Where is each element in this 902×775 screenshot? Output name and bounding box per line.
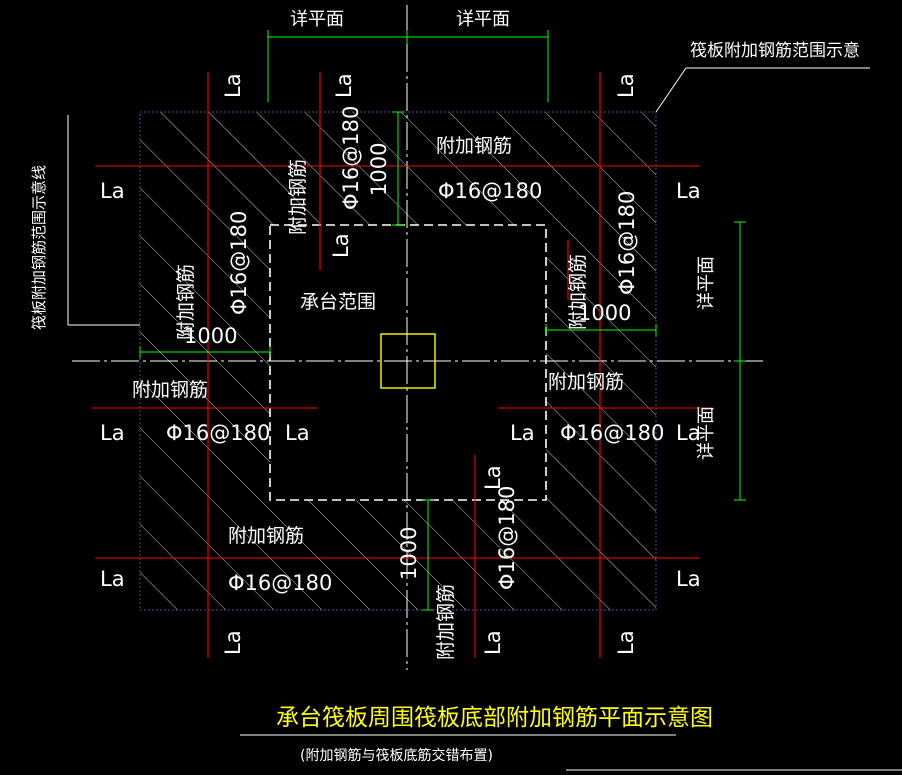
pile-cap-range-label: 承台范围 (300, 291, 376, 313)
anchor-length-label: La (614, 630, 638, 655)
dimension-value: 1000 (397, 527, 421, 580)
anchor-length-label: La (100, 421, 125, 445)
raft-hatch-area (140, 112, 656, 610)
anchor-length-label: La (221, 73, 245, 98)
anchor-length-label: La (332, 73, 356, 98)
dimension-lines (139, 30, 746, 611)
anchor-length-label: La (100, 567, 125, 591)
dimension-value: 1000 (578, 301, 631, 325)
rebar-spec-label: Φ16@180 (339, 106, 363, 210)
anchor-length-label: La (676, 421, 701, 445)
extra-rebar-label: 附加钢筋 (548, 371, 624, 393)
anchor-length-label: La (100, 179, 125, 203)
extra-rebar-label: 附加钢筋 (287, 159, 309, 235)
rebar-spec-label: Φ16@180 (615, 191, 639, 295)
pile-cap-outline (269, 224, 547, 501)
anchor-length-label: La (510, 421, 535, 445)
anchor-length-label: La (481, 630, 505, 655)
anchor-length-label: La (221, 630, 245, 655)
extra-rebar-label: 附加钢筋 (567, 254, 589, 330)
extra-rebar-label: 附加钢筋 (175, 264, 197, 340)
rebar-spec-label: Φ16@180 (227, 211, 251, 315)
rebar-spec-label: Φ16@180 (560, 421, 664, 445)
raft-extra-range-label: 筏板附加钢筋范围示意 (690, 41, 860, 61)
rebar-spec-label: Φ16@180 (228, 571, 332, 595)
dimension-value: 1000 (367, 143, 391, 196)
dimension-value: 1000 (184, 324, 237, 348)
anchor-length-label: La (676, 179, 701, 203)
detail-plan-label: 详平面 (696, 256, 717, 310)
rebar-lines (92, 72, 712, 658)
extra-rebar-label: 附加钢筋 (228, 525, 304, 547)
extra-rebar-label: 附加钢筋 (435, 584, 457, 660)
anchor-length-label: La (614, 73, 638, 98)
anchor-length-label: La (676, 567, 701, 591)
extra-rebar-label: 附加钢筋 (436, 135, 512, 157)
leader-lines (67, 67, 902, 771)
detail-plan-label: 详平面 (456, 9, 510, 30)
anchor-length-label: La (481, 465, 505, 490)
rebar-spec-label: Φ16@180 (495, 486, 519, 590)
anchor-length-label: La (329, 233, 353, 258)
extra-rebar-label: 附加钢筋 (132, 379, 208, 401)
detail-plan-label: 详平面 (290, 9, 344, 30)
column-outline (380, 333, 436, 389)
rebar-spec-label: Φ16@180 (166, 421, 270, 445)
rebar-spec-label: Φ16@180 (438, 179, 542, 203)
detail-plan-label: 详平面 (696, 406, 717, 460)
drawing-title: 承台筏板周围筏板底部附加钢筋平面示意图 (276, 705, 713, 731)
drawing-subtitle: (附加钢筋与筏板底筋交错布置) (300, 747, 493, 764)
anchor-length-label: La (285, 421, 310, 445)
raft-extra-line-label: 筏板附加钢筋范围示意线 (30, 165, 48, 330)
